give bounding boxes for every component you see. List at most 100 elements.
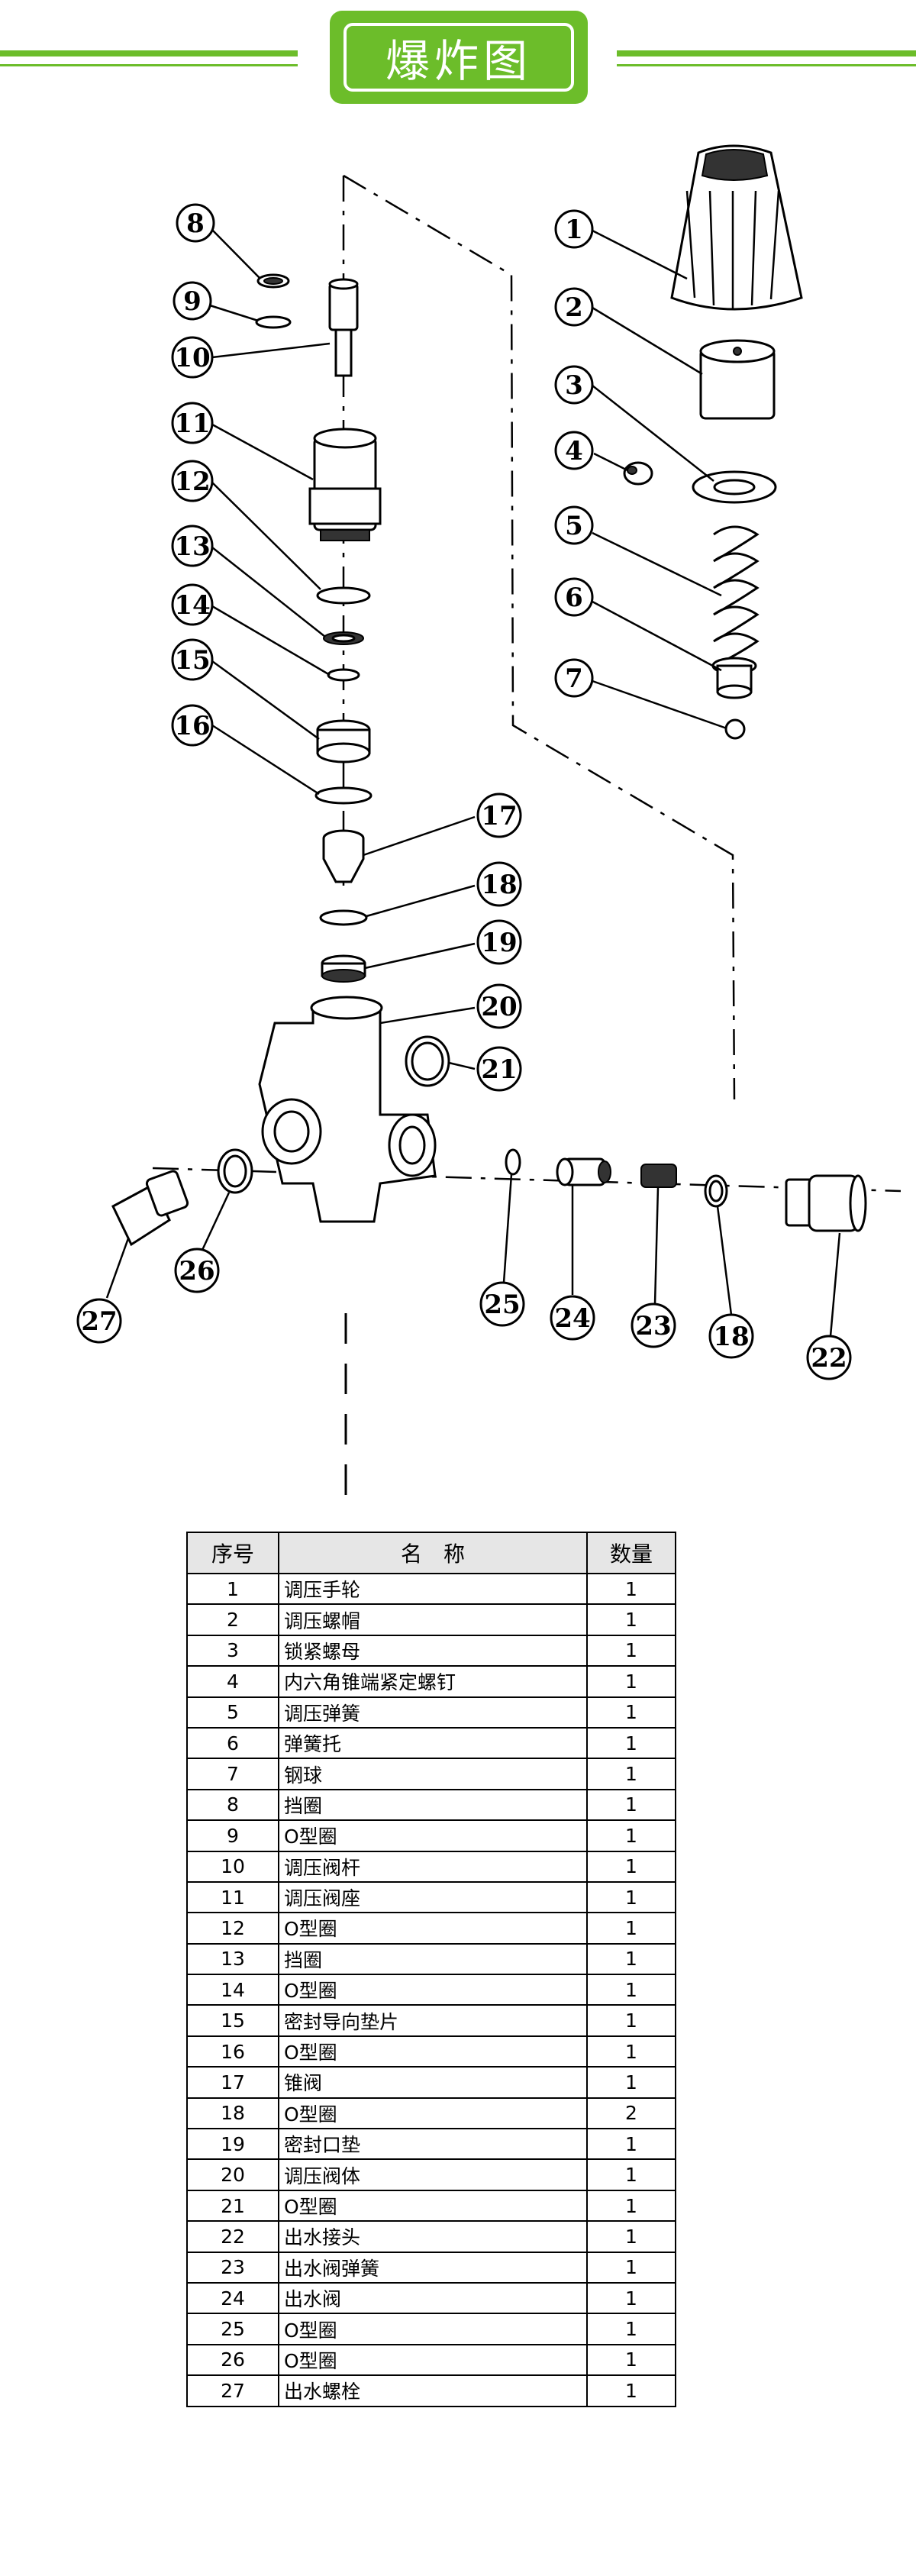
cell-no: 11 xyxy=(186,1880,279,1914)
cell-qty: 1 xyxy=(586,1912,676,1945)
cell-name: O型圈 xyxy=(278,2343,588,2377)
leader-8 xyxy=(209,227,260,279)
svg-text:24: 24 xyxy=(554,1303,590,1334)
svg-text:18: 18 xyxy=(713,1322,749,1352)
cell-qty: 1 xyxy=(586,2281,676,2315)
callout-3: 3 xyxy=(554,365,594,405)
leader-15 xyxy=(211,660,320,741)
leader-2 xyxy=(592,306,703,376)
cell-name: 密封口垫 xyxy=(278,2128,588,2161)
callout-14: 14 xyxy=(171,583,214,626)
cell-name: O型圈 xyxy=(278,1974,588,2006)
cell-no: 26 xyxy=(186,2343,279,2377)
cell-qty: 1 xyxy=(586,2374,676,2407)
leader-26 xyxy=(197,1192,231,1259)
svg-text:16: 16 xyxy=(174,711,210,741)
part-10-valve-stem xyxy=(328,278,359,377)
cell-qty: 1 xyxy=(586,1819,676,1852)
cell-name: 调压阀座 xyxy=(278,1880,588,1914)
part-3-locknut xyxy=(692,470,777,504)
part-20-valve-body xyxy=(258,996,437,1223)
section-header: 爆炸图 xyxy=(0,0,916,122)
cell-name: 出水接头 xyxy=(278,2220,588,2253)
leader-19 xyxy=(364,942,476,970)
cell-name: 钢球 xyxy=(278,1758,588,1790)
part-2-cap xyxy=(699,339,776,420)
axis-horizontal xyxy=(152,1167,901,1193)
exploded-diagram: 1 2 3 4 5 6 7 8 9 10 11 12 13 14 15 16 1… xyxy=(0,122,916,1496)
page-title: 爆炸图 xyxy=(344,23,574,92)
cell-name: 出水螺栓 xyxy=(278,2374,588,2407)
leader-13 xyxy=(211,547,326,638)
leader-22 xyxy=(829,1232,841,1337)
svg-text:23: 23 xyxy=(635,1311,671,1341)
cell-qty: 1 xyxy=(586,2189,676,2223)
cell-name: 锁紧螺母 xyxy=(278,1634,588,1667)
cell-no: 8 xyxy=(186,1788,279,1822)
part-18-o-ring-side xyxy=(704,1174,728,1208)
callout-2: 2 xyxy=(554,287,594,327)
cell-name: 挡圈 xyxy=(278,1788,588,1822)
cell-no: 22 xyxy=(186,2220,279,2253)
leader-1 xyxy=(592,229,688,280)
cell-qty: 1 xyxy=(586,2220,676,2253)
svg-text:6: 6 xyxy=(565,583,583,613)
cell-qty: 1 xyxy=(586,1850,676,1883)
header-rule-right-thin xyxy=(617,64,916,66)
cell-qty: 1 xyxy=(586,1880,676,1914)
callout-10: 10 xyxy=(171,336,214,379)
svg-text:4: 4 xyxy=(565,436,583,466)
svg-text:15: 15 xyxy=(174,645,210,676)
cell-no: 16 xyxy=(186,2035,279,2068)
leader-11 xyxy=(211,423,314,481)
leader-18-side xyxy=(716,1206,733,1315)
part-16-o-ring xyxy=(314,786,373,805)
cell-no: 5 xyxy=(186,1696,279,1729)
leader-16 xyxy=(211,724,320,796)
cell-qty: 2 xyxy=(586,2097,676,2130)
cell-name: O型圈 xyxy=(278,2097,588,2130)
callout-27: 27 xyxy=(76,1298,122,1344)
cell-name: 内六角锥端紧定螺钉 xyxy=(278,1665,588,1698)
callout-4: 4 xyxy=(554,431,594,470)
cell-qty: 1 xyxy=(586,1758,676,1790)
part-26-o-ring xyxy=(217,1148,253,1194)
part-11-valve-seat xyxy=(308,428,382,541)
part-6-spring-seat xyxy=(711,657,757,699)
leader-4 xyxy=(593,452,628,472)
callout-17: 17 xyxy=(476,792,522,838)
part-1-handwheel xyxy=(670,144,803,311)
part-21-o-ring xyxy=(405,1035,450,1087)
callout-21: 21 xyxy=(476,1046,522,1092)
svg-text:17: 17 xyxy=(481,801,517,831)
svg-text:22: 22 xyxy=(811,1343,847,1374)
callout-18-side: 18 xyxy=(708,1313,754,1359)
cell-name: 调压阀杆 xyxy=(278,1850,588,1883)
header-rule-right xyxy=(617,50,916,56)
cell-name: O型圈 xyxy=(278,1819,588,1852)
callout-9: 9 xyxy=(173,281,212,321)
header-name: 名 称 xyxy=(278,1532,588,1574)
callout-26: 26 xyxy=(174,1248,220,1293)
cell-name: O型圈 xyxy=(278,2035,588,2068)
part-7-steel-ball xyxy=(724,718,746,740)
parts-table-header: 序号 名 称 数量 xyxy=(186,1532,676,1574)
leader-12 xyxy=(211,482,321,590)
callout-12: 12 xyxy=(171,460,214,502)
callout-18-top: 18 xyxy=(476,861,522,907)
callout-24: 24 xyxy=(550,1295,595,1341)
svg-text:12: 12 xyxy=(174,466,210,497)
cell-qty: 1 xyxy=(586,1603,676,1636)
